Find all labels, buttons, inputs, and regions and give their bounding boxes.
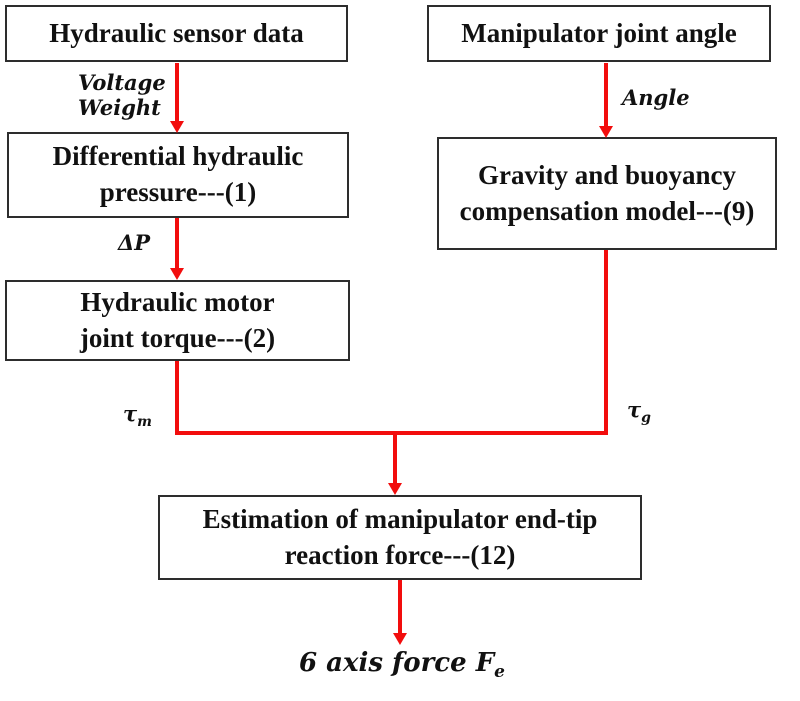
arrow-shaft	[604, 63, 608, 126]
tau-g-subscript: g	[641, 410, 651, 427]
box-differential-hydraulic-pressure: Differential hydraulic pressure---(1)	[7, 132, 349, 218]
box-label-line: compensation model---(9)	[459, 195, 755, 226]
box-hydraulic-motor-torque: Hydraulic motor joint torque---(2)	[5, 280, 350, 361]
arrow-junction-to-estimation	[388, 431, 402, 495]
arrow-angle-to-gravity-model	[599, 63, 613, 138]
tau-symbol: τ	[123, 401, 138, 426]
box-hydraulic-sensor-data: Hydraulic sensor data	[5, 5, 348, 62]
label-delta-p: ΔP	[118, 230, 151, 255]
box-label-line: Estimation of manipulator end-tip	[202, 503, 598, 534]
box-end-tip-force-estimation: Estimation of manipulator end-tip reacti…	[158, 495, 642, 580]
arrow-head-icon	[170, 268, 184, 280]
label-weight: Weight	[78, 95, 161, 120]
arrow-head-icon	[393, 633, 407, 645]
label-output-force: 6 axis force Fe	[299, 648, 505, 681]
arrow-shaft	[175, 63, 179, 121]
box-label-line: Differential hydraulic	[52, 141, 304, 172]
arrow-estimation-to-output	[393, 580, 407, 645]
label-tau-g: τg	[627, 397, 651, 425]
connector-tau-g-line	[604, 250, 608, 435]
arrow-shaft	[175, 218, 179, 268]
output-force-text: 6 axis force F	[299, 648, 495, 678]
arrow-shaft	[398, 580, 402, 633]
output-force-subscript: e	[494, 662, 505, 683]
box-manipulator-joint-angle: Manipulator joint angle	[427, 5, 771, 62]
arrow-head-icon	[388, 483, 402, 495]
arrow-shaft	[393, 431, 397, 483]
box-label-line: reaction force---(12)	[284, 539, 516, 570]
arrow-sensor-to-pressure	[170, 63, 184, 133]
tau-m-subscript: m	[137, 414, 152, 431]
tau-symbol: τ	[627, 397, 642, 422]
box-label: Hydraulic sensor data	[49, 17, 304, 48]
connector-junction-line	[175, 431, 608, 435]
box-gravity-buoyancy-model: Gravity and buoyancy compensation model-…	[437, 137, 777, 250]
box-label: Manipulator joint angle	[461, 17, 737, 48]
label-voltage: Voltage	[78, 70, 166, 95]
box-label-line: Hydraulic motor	[80, 286, 275, 317]
label-angle: Angle	[622, 85, 690, 110]
arrow-head-icon	[170, 121, 184, 133]
box-label-line: pressure---(1)	[99, 177, 257, 207]
arrow-pressure-to-motor-torque	[170, 218, 184, 280]
box-label-line: joint torque---(2)	[79, 322, 276, 353]
arrow-head-icon	[599, 126, 613, 138]
label-voltage-weight: Voltage Weight	[78, 70, 166, 120]
label-tau-m: τm	[123, 401, 152, 429]
box-label-line: Gravity and buoyancy	[477, 159, 737, 190]
connector-tau-m-line	[175, 361, 179, 435]
